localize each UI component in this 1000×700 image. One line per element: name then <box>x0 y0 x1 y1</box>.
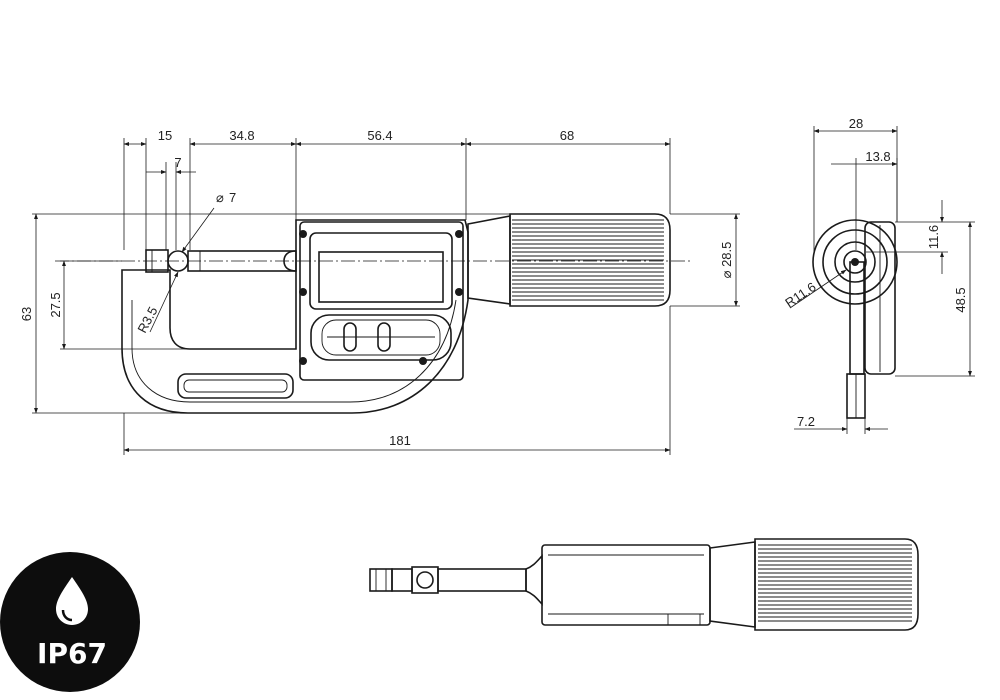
top-view <box>369 538 919 631</box>
thimble-end-inner <box>834 241 876 283</box>
top-display-housing <box>541 544 711 626</box>
display-bezel <box>309 232 453 310</box>
frame-slot <box>177 373 294 399</box>
dim-11-6: 11.6 <box>926 225 941 249</box>
dim-28: 28 <box>849 116 863 131</box>
dim-181: 181 <box>389 433 411 448</box>
knurl-lines <box>758 544 912 622</box>
dim-dia-7: 7 <box>229 190 236 205</box>
side-frame <box>849 261 865 375</box>
dim-r3-5: R3.5 <box>134 304 160 335</box>
dim-r11-6: R11.6 <box>782 279 818 310</box>
dia-symbol-icon: ⌀ <box>719 267 734 278</box>
top-knurled-thimble <box>754 538 919 631</box>
micrometer-frame <box>121 219 469 414</box>
dim-15: 15 <box>158 128 172 143</box>
dim-dia-28-5-label: ⌀ 28.5 <box>719 242 734 279</box>
knurl-lines <box>512 219 664 301</box>
dim-dia-28-5: 28.5 <box>719 242 734 267</box>
knurled-thimble <box>509 213 671 307</box>
dim-27-5: 27.5 <box>48 292 63 317</box>
top-anvil <box>369 568 393 592</box>
lcd-screen <box>318 251 444 303</box>
top-ball-block <box>411 566 439 594</box>
button-panel <box>310 314 452 361</box>
dim-63: 63 <box>19 307 34 321</box>
frame-inner-edge <box>131 299 457 403</box>
thimble-end-outer <box>812 219 898 305</box>
dim-7-2: 7.2 <box>797 414 815 429</box>
button-two <box>377 322 391 352</box>
screw-icon <box>299 230 307 238</box>
screw-icon <box>299 357 307 365</box>
badge-label: IP67 <box>37 637 107 670</box>
screw-icon <box>419 357 427 365</box>
side-view: 28 13.8 11.6 48.5 R11.6 7.2 <box>782 116 975 434</box>
top-ball <box>416 571 434 589</box>
dim-68: 68 <box>560 128 574 143</box>
screw-icon <box>299 288 307 296</box>
screw-icon <box>455 230 463 238</box>
spindle-end <box>843 250 867 274</box>
top-thimble-sleeve <box>709 541 756 628</box>
top-spindle <box>437 568 527 592</box>
side-housing <box>864 221 896 375</box>
button-one <box>343 322 357 352</box>
screw-icon <box>455 288 463 296</box>
front-view: 15 34.8 56.4 68 7 ⌀ 7 R3.5 27.5 63 ⌀ 28.… <box>19 128 740 455</box>
display-housing <box>299 221 464 381</box>
thimble-sleeve <box>467 215 511 305</box>
dia-symbol-icon: ⌀ <box>216 190 224 205</box>
dim-56-4: 56.4 <box>367 128 392 143</box>
dim-13-8: 13.8 <box>865 149 890 164</box>
top-frame-end <box>391 568 413 592</box>
thimble-end-mid <box>822 229 888 295</box>
dim-48-5: 48.5 <box>953 287 968 312</box>
top-collar <box>525 554 543 606</box>
ip67-badge: IP67 <box>0 552 140 692</box>
dim-7: 7 <box>174 155 181 170</box>
dim-34-8: 34.8 <box>229 128 254 143</box>
